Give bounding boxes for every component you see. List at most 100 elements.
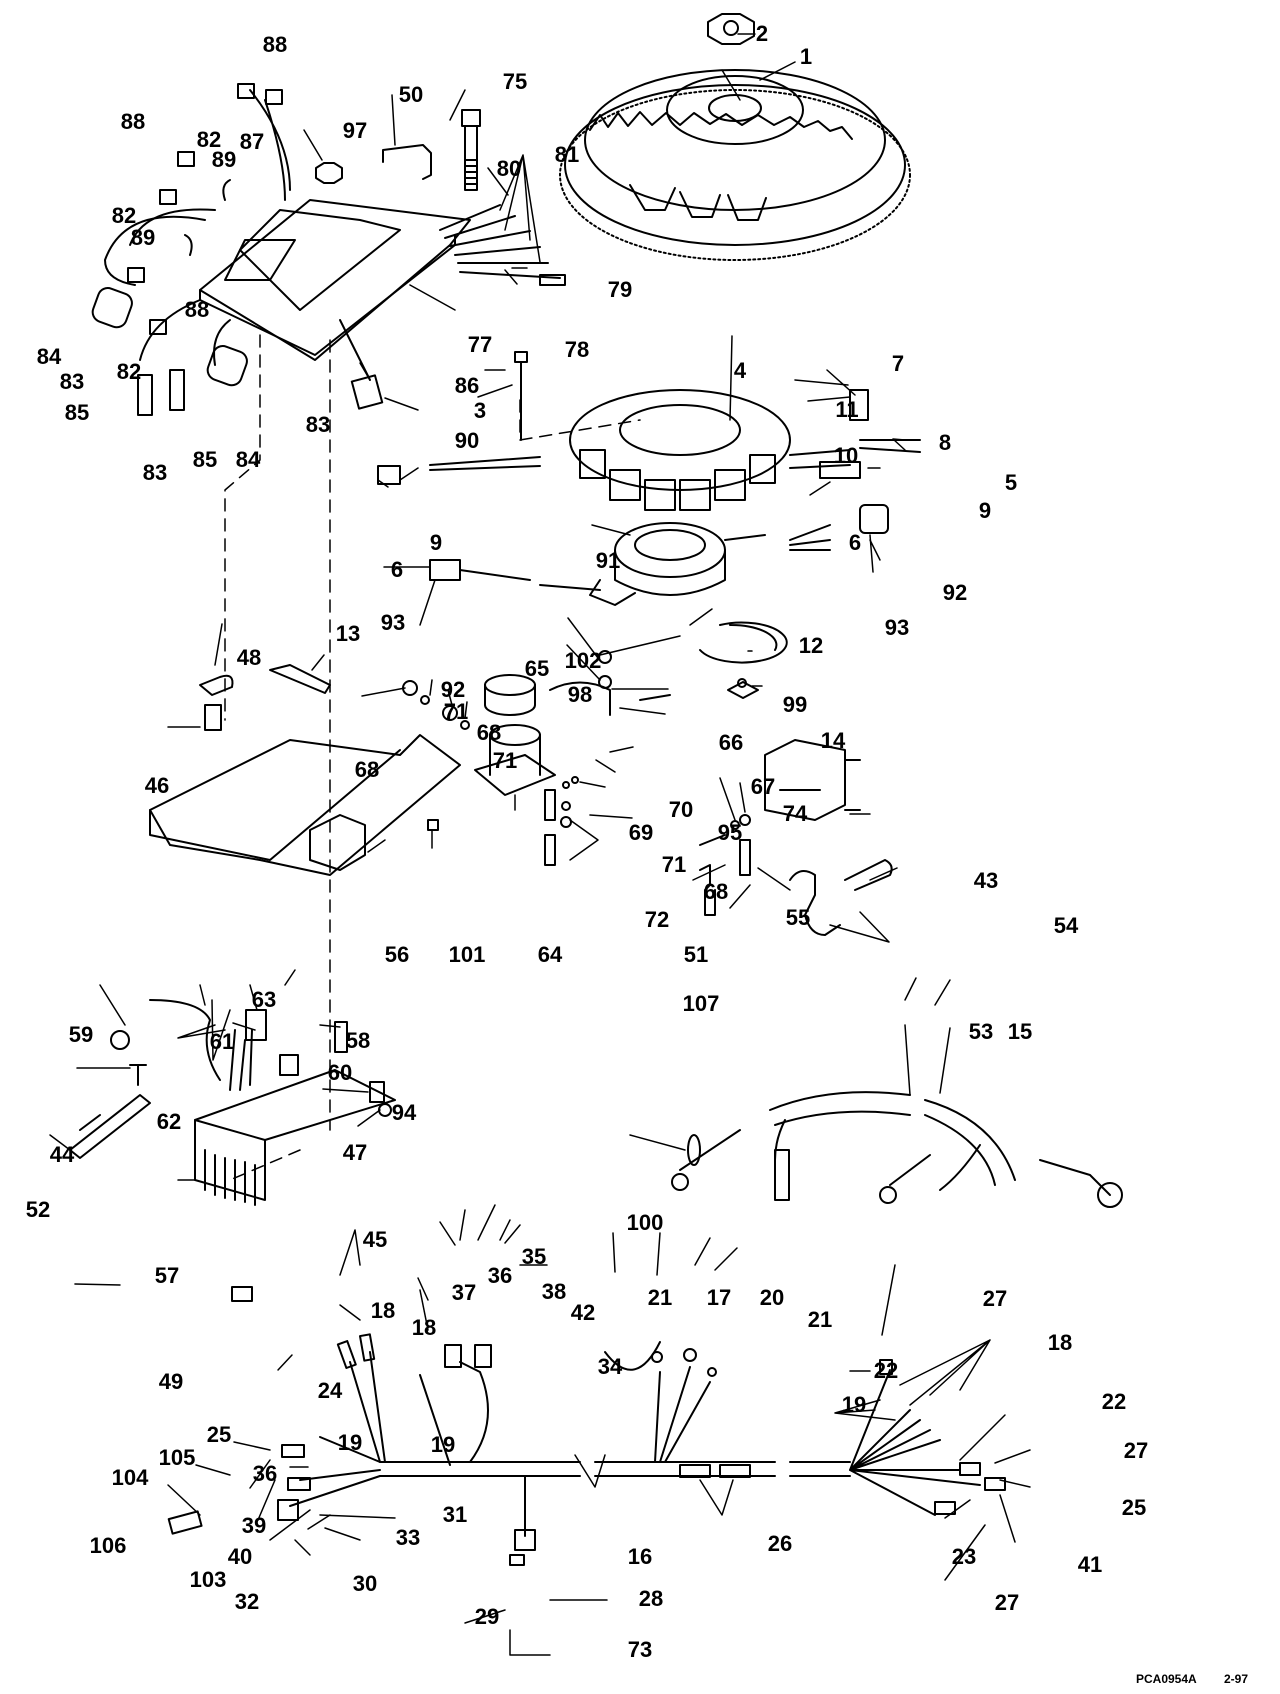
callout-27a: 27 bbox=[982, 1286, 1008, 1311]
callout-11: 11 bbox=[835, 397, 859, 422]
callout-54: 54 bbox=[1053, 913, 1079, 938]
callout-47: 47 bbox=[342, 1140, 368, 1165]
callout-23: 23 bbox=[951, 1544, 977, 1569]
callout-38: 38 bbox=[541, 1279, 567, 1304]
callout-36a: 36 bbox=[487, 1263, 513, 1288]
clip bbox=[382, 144, 432, 180]
callout-64: 64 bbox=[537, 942, 563, 967]
callout-33: 33 bbox=[395, 1525, 421, 1550]
callout-16: 16 bbox=[627, 1544, 653, 1569]
callout-100: 100 bbox=[626, 1210, 664, 1235]
callout-83c: 83 bbox=[142, 460, 168, 485]
callout-18b: 18 bbox=[411, 1315, 437, 1340]
callout-71c: 71 bbox=[661, 852, 687, 877]
callout-9b: 9 bbox=[978, 498, 992, 523]
timer-base bbox=[429, 504, 889, 606]
callout-34: 34 bbox=[597, 1354, 623, 1379]
callout-21a: 21 bbox=[647, 1285, 673, 1310]
callout-80: 80 bbox=[496, 156, 522, 181]
callout-8: 8 bbox=[938, 430, 952, 455]
callout-97: 97 bbox=[342, 118, 368, 143]
callout-85b: 85 bbox=[192, 447, 218, 472]
callout-82a: 82 bbox=[196, 127, 222, 152]
callout-24: 24 bbox=[317, 1378, 343, 1403]
callout-20: 20 bbox=[759, 1285, 785, 1310]
callout-99: 99 bbox=[782, 692, 808, 717]
callout-59: 59 bbox=[68, 1022, 94, 1047]
cable-clip bbox=[687, 1134, 701, 1166]
callout-75: 75 bbox=[502, 69, 528, 94]
callout-62: 62 bbox=[156, 1109, 182, 1134]
callout-88a: 88 bbox=[262, 32, 288, 57]
callout-68c: 68 bbox=[703, 879, 729, 904]
small-hardware bbox=[199, 650, 759, 876]
alignment-lines bbox=[224, 334, 641, 1181]
callout-32: 32 bbox=[234, 1589, 260, 1614]
callout-27c: 27 bbox=[994, 1590, 1020, 1615]
callout-70: 70 bbox=[668, 797, 694, 822]
callout-101: 101 bbox=[448, 942, 486, 967]
callout-25a: 25 bbox=[206, 1422, 232, 1447]
callout-98: 98 bbox=[567, 682, 593, 707]
callout-88b: 88 bbox=[120, 109, 146, 134]
callout-104: 104 bbox=[111, 1465, 149, 1490]
spark-plug-leads bbox=[699, 859, 893, 936]
connectors bbox=[91, 287, 248, 416]
power-pack-leads bbox=[104, 83, 566, 410]
callout-28: 28 bbox=[638, 1586, 664, 1611]
callout-87: 87 bbox=[239, 129, 265, 154]
mounting-bracket bbox=[149, 734, 461, 876]
callout-15: 15 bbox=[1007, 1019, 1033, 1044]
callout-39: 39 bbox=[241, 1513, 267, 1538]
leader-lines bbox=[49, 33, 1031, 1656]
callout-19c: 19 bbox=[841, 1392, 867, 1417]
callout-13: 13 bbox=[335, 621, 361, 646]
callout-14: 14 bbox=[820, 728, 846, 753]
callout-3: 3 bbox=[473, 398, 487, 423]
callout-106: 106 bbox=[89, 1533, 127, 1558]
screw bbox=[514, 351, 528, 441]
callout-45: 45 bbox=[362, 1227, 388, 1252]
callout-22b: 22 bbox=[1101, 1389, 1127, 1414]
callout-55: 55 bbox=[785, 905, 811, 930]
callout-94: 94 bbox=[391, 1100, 417, 1125]
callout-27b: 27 bbox=[1123, 1438, 1149, 1463]
rectifier bbox=[110, 999, 396, 1206]
callout-82b: 82 bbox=[111, 203, 137, 228]
callout-4: 4 bbox=[733, 358, 747, 383]
callout-68a: 68 bbox=[354, 757, 380, 782]
callout-25b: 25 bbox=[1121, 1495, 1147, 1520]
callout-92b: 92 bbox=[942, 580, 968, 605]
callout-61: 61 bbox=[209, 1029, 235, 1054]
ignition-coil bbox=[764, 739, 861, 821]
callout-42: 42 bbox=[570, 1300, 596, 1325]
callout-40: 40 bbox=[227, 1544, 253, 1569]
flywheel bbox=[559, 69, 911, 261]
callout-107: 107 bbox=[682, 991, 720, 1016]
callout-53: 53 bbox=[968, 1019, 994, 1044]
callout-49: 49 bbox=[158, 1369, 184, 1394]
callout-89a: 89 bbox=[211, 147, 237, 172]
callout-17: 17 bbox=[706, 1285, 732, 1310]
callout-50: 50 bbox=[398, 82, 424, 107]
callout-43: 43 bbox=[973, 868, 999, 893]
callout-36b: 36 bbox=[252, 1461, 278, 1486]
callout-31: 31 bbox=[442, 1502, 468, 1527]
callout-88c: 88 bbox=[184, 297, 210, 322]
callout-90: 90 bbox=[454, 428, 480, 453]
callout-74: 74 bbox=[782, 801, 808, 826]
callout-69: 69 bbox=[628, 820, 654, 845]
retaining-ring bbox=[699, 621, 788, 664]
callout-6a: 6 bbox=[390, 557, 404, 582]
callout-30: 30 bbox=[352, 1571, 378, 1596]
bolt bbox=[461, 109, 481, 191]
callout-6b: 6 bbox=[848, 530, 862, 555]
callout-12: 12 bbox=[798, 633, 824, 658]
callout-72: 72 bbox=[644, 907, 670, 932]
callout-92a: 92 bbox=[440, 677, 466, 702]
callout-44: 44 bbox=[49, 1142, 75, 1167]
flywheel-nut bbox=[707, 13, 755, 45]
callout-29: 29 bbox=[474, 1604, 500, 1629]
callout-56: 56 bbox=[384, 942, 410, 967]
